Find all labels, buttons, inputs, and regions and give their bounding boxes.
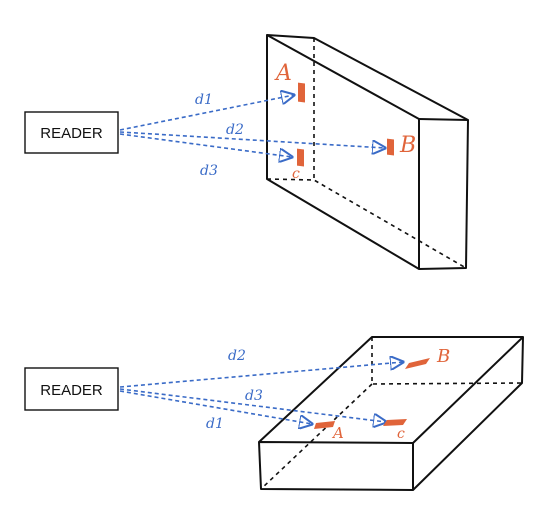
top-tag-c-marker xyxy=(297,148,304,167)
bottom-ray-d3 xyxy=(119,388,386,422)
top-slab-hidden-edges xyxy=(266,38,467,269)
top-ray-d3 xyxy=(119,133,292,157)
bottom-tag-labels: B A c xyxy=(331,346,450,442)
top-distance-d3: d3 xyxy=(200,163,218,179)
top-tag-a-marker xyxy=(298,82,305,103)
top-ray-d1 xyxy=(119,95,294,131)
top-rays xyxy=(119,95,385,157)
bottom-reader: READER xyxy=(24,367,119,411)
bottom-tag-c-marker xyxy=(383,419,407,426)
top-tags xyxy=(297,82,394,167)
top-tag-c-label: c xyxy=(292,166,300,182)
top-slab-top-edge xyxy=(266,34,469,121)
top-tag-a-label: A xyxy=(274,61,292,86)
top-slab-side-face xyxy=(418,118,469,270)
top-slab xyxy=(266,34,469,270)
bottom-reader-box xyxy=(24,367,119,411)
bottom-reader-label: READER xyxy=(40,382,103,399)
top-reader: READER xyxy=(24,111,119,154)
bottom-tag-a-label: A xyxy=(331,424,344,442)
bottom-distance-labels: d2 d3 d1 xyxy=(206,348,263,432)
bottom-tag-a-marker xyxy=(314,421,335,429)
top-tag-b-marker xyxy=(387,138,394,156)
bottom-diagram: READER B A c d2 d3 xyxy=(24,336,524,491)
bottom-tags xyxy=(314,358,430,429)
bottom-ray-d1 xyxy=(119,390,312,424)
bottom-slab-top-face xyxy=(258,336,524,444)
top-distance-d2: d2 xyxy=(226,122,244,138)
top-ray-d2 xyxy=(119,131,385,148)
bottom-distance-d1: d1 xyxy=(206,416,224,432)
bottom-slab-hidden-edges xyxy=(260,337,523,490)
top-reader-label: READER xyxy=(40,125,103,142)
top-reader-box xyxy=(24,111,119,154)
top-diagram: READER A B c d1 d2 xyxy=(24,34,469,270)
bottom-tag-b-marker xyxy=(405,358,430,369)
bottom-tag-b-label: B xyxy=(436,346,450,367)
bottom-distance-d2: d2 xyxy=(228,348,246,364)
bottom-slab xyxy=(258,336,524,491)
top-tag-b-label: B xyxy=(399,133,416,158)
bottom-distance-d3: d3 xyxy=(245,388,263,404)
bottom-slab-side-face xyxy=(412,336,524,491)
top-tag-labels: A B c xyxy=(274,61,416,182)
bottom-ray-d2 xyxy=(119,362,403,388)
bottom-slab-front-face xyxy=(258,441,414,491)
top-distance-d1: d1 xyxy=(195,92,213,108)
bottom-tag-c-label: c xyxy=(397,426,405,442)
bottom-rays xyxy=(119,362,403,424)
top-distance-labels: d1 d2 d3 xyxy=(195,92,244,179)
